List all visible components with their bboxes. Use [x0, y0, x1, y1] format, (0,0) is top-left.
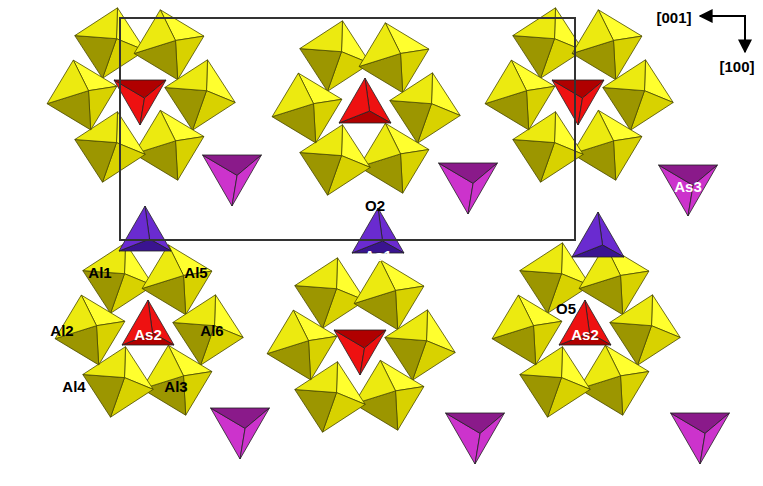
as3-tetrahedron	[439, 163, 498, 214]
unit-cell	[120, 18, 575, 240]
atom-label: Al3	[164, 379, 187, 394]
tetrahedron-face	[360, 330, 386, 375]
octahedron-face	[47, 60, 88, 104]
octahedron-face	[165, 60, 208, 91]
al-octahedron	[359, 123, 429, 193]
as2-tetrahedron	[334, 330, 386, 375]
al-octahedron	[572, 110, 642, 180]
axis-arrow	[744, 16, 746, 52]
octahedron-face	[390, 73, 433, 104]
octahedron-face	[300, 21, 343, 52]
octahedron-face	[75, 8, 118, 39]
octahedron-face	[485, 60, 526, 104]
octahedron-face	[359, 23, 400, 67]
atom-label: Al4	[62, 379, 85, 394]
as2-tetrahedron	[552, 80, 604, 125]
octahedron-face	[513, 8, 556, 39]
octahedron-face	[89, 86, 117, 130]
as2-tetrahedron	[122, 300, 174, 345]
tetrahedron-face	[700, 413, 729, 464]
octahedron-face	[267, 310, 308, 354]
octahedron-face	[492, 295, 533, 339]
octahedron-face	[401, 150, 429, 194]
atom-label: Al1	[88, 265, 111, 280]
as1-tetrahedron	[572, 212, 624, 257]
octahedron-face	[527, 86, 555, 130]
as2-tetrahedron	[114, 80, 166, 125]
atom-label: As1	[364, 248, 392, 263]
al-octahedron	[142, 345, 212, 415]
octahedron-face	[173, 295, 216, 326]
tetrahedron-face	[232, 155, 261, 206]
octahedron-face	[300, 153, 342, 196]
al-octahedron	[492, 295, 562, 365]
as1-tetrahedron	[352, 208, 404, 253]
octahedron-face	[295, 258, 338, 289]
octahedron-face	[309, 336, 337, 380]
octahedron-face	[603, 60, 646, 91]
as3-tetrahedron	[211, 408, 270, 459]
as2-tetrahedron	[339, 78, 391, 123]
atom-label: As2	[571, 327, 599, 342]
tetrahedron-face	[475, 413, 504, 464]
octahedron-face	[75, 140, 117, 183]
octahedron-face	[385, 310, 428, 341]
atom-label: As3	[674, 179, 702, 194]
al-octahedron	[354, 360, 424, 430]
octahedron-face	[534, 321, 562, 365]
octahedron-face	[621, 372, 649, 416]
al-octahedron	[485, 60, 555, 130]
axis-label: [100]	[719, 59, 754, 74]
axis-label: [001]	[656, 10, 691, 25]
octahedron-face	[176, 137, 204, 181]
tetrahedron-face	[352, 208, 383, 253]
al-octahedron	[272, 73, 342, 143]
tetrahedron-face	[119, 206, 150, 251]
octahedron-face	[295, 390, 337, 433]
as3-tetrahedron	[446, 413, 505, 464]
al-octahedron	[267, 310, 337, 380]
octahedron-face	[354, 260, 395, 304]
octahedron-face	[134, 10, 175, 54]
octahedron-face	[396, 387, 424, 431]
as3-tetrahedron	[671, 413, 730, 464]
octahedron-face	[520, 375, 562, 418]
atom-label: As2	[134, 327, 162, 342]
axis-arrow	[700, 15, 746, 17]
tetrahedron-face	[140, 80, 166, 125]
al-octahedron	[134, 110, 204, 180]
octahedron-face	[97, 321, 125, 365]
atom-label: Al6	[200, 323, 223, 338]
octahedron-face	[610, 295, 653, 326]
octahedron-face	[614, 137, 642, 181]
tetrahedron-face	[240, 408, 269, 459]
tetrahedron-face	[468, 163, 497, 214]
polyhedra	[47, 8, 729, 464]
octahedron-face	[83, 375, 125, 418]
as3-tetrahedron	[659, 165, 718, 216]
octahedron-face	[314, 99, 342, 143]
tetrahedron-face	[578, 80, 604, 125]
atom-label: Al2	[50, 323, 73, 338]
tetrahedron-face	[339, 78, 370, 123]
octahedron-face	[272, 73, 313, 117]
octahedron-face	[572, 10, 613, 54]
octahedron-face	[520, 243, 563, 274]
octahedron-face	[513, 140, 555, 183]
atom-label: O2	[365, 198, 385, 213]
octahedron-face	[184, 372, 212, 416]
atom-label: Al5	[184, 265, 207, 280]
tetrahedron-face	[572, 212, 603, 257]
as1-tetrahedron	[119, 206, 171, 251]
al-octahedron	[579, 345, 649, 415]
as3-tetrahedron	[203, 155, 262, 206]
atom-label: O5	[556, 301, 576, 316]
al-octahedron	[47, 60, 117, 130]
